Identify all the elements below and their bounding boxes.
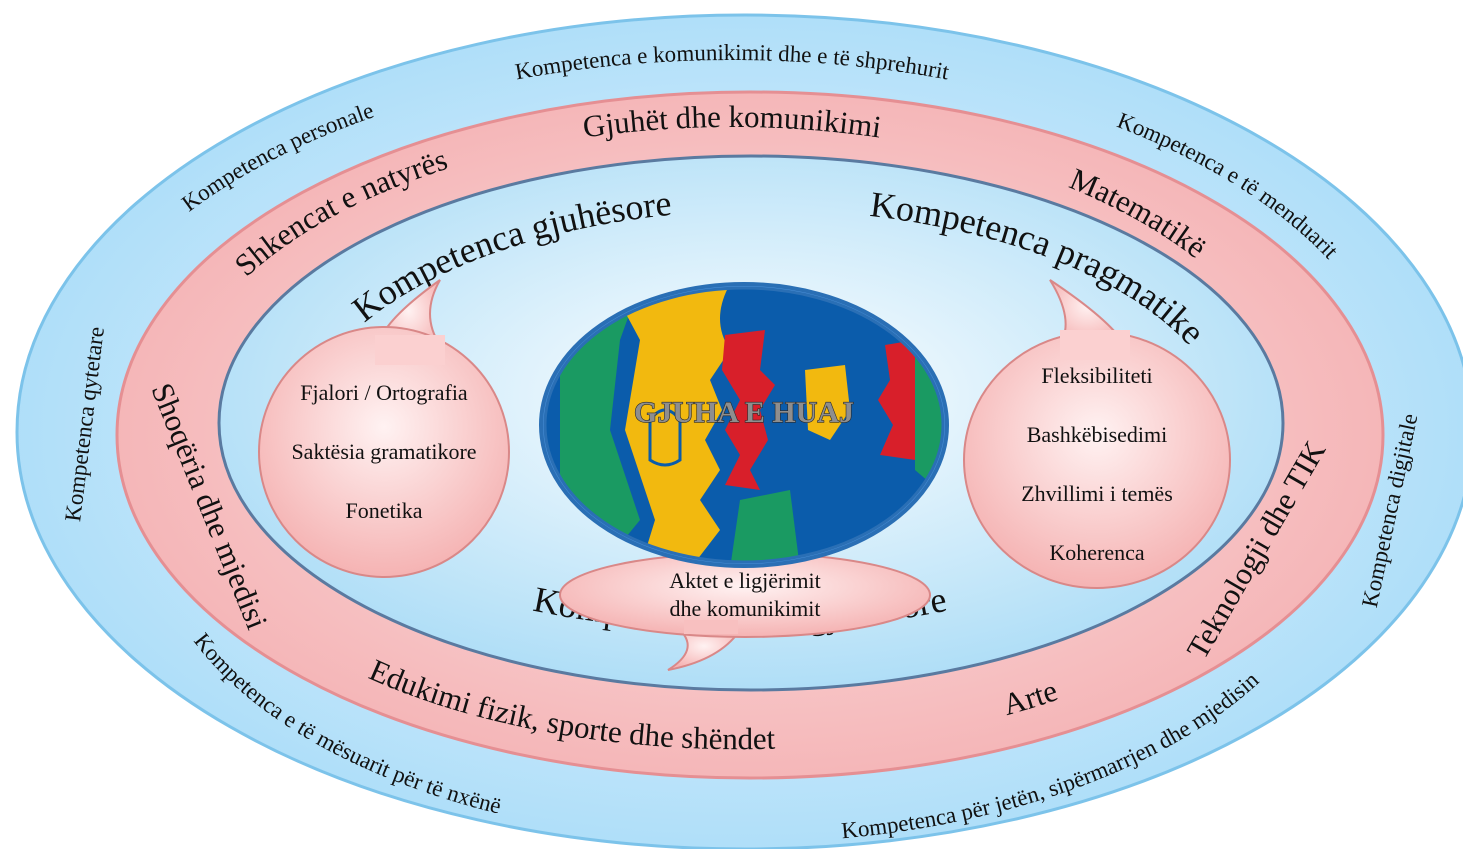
bubble-right-item: Koherenca bbox=[1049, 540, 1145, 565]
bubble-bottom: Aktet e ligjërimit dhe komunikimit bbox=[559, 552, 931, 671]
bubble-left-item: Saktësia gramatikore bbox=[291, 439, 476, 464]
center-label: GJUHA E HUAJ bbox=[634, 396, 854, 429]
bubble-right-item: Zhvillimi i temës bbox=[1021, 481, 1173, 506]
bubble-left: Fjalori / Ortografia Saktësia gramatikor… bbox=[258, 279, 510, 578]
bubble-left-item: Fjalori / Ortografia bbox=[300, 380, 468, 405]
bubble-bottom-line: Aktet e ligjërimit bbox=[669, 568, 821, 593]
bubble-bottom-line: dhe komunikimit bbox=[670, 596, 821, 621]
bubble-right-item: Fleksibiliteti bbox=[1041, 363, 1152, 388]
bubble-right: Fleksibiliteti Bashkëbisedimi Zhvillimi … bbox=[963, 279, 1231, 589]
bubble-right-item: Bashkëbisedimi bbox=[1027, 422, 1168, 447]
center-logo: GJUHA E HUAJ bbox=[539, 282, 949, 568]
bubble-left-item: Fonetika bbox=[346, 498, 423, 523]
